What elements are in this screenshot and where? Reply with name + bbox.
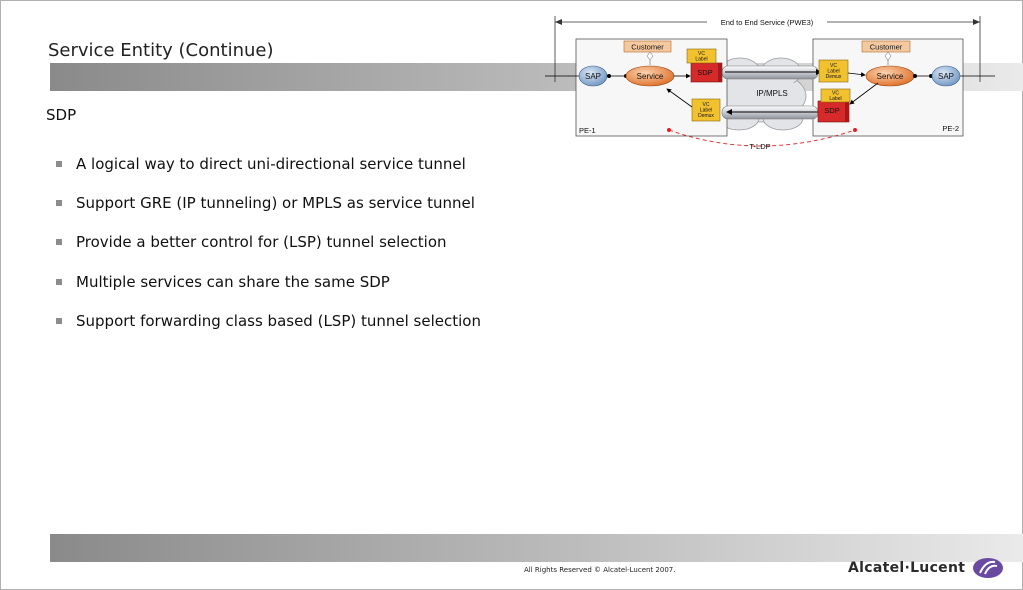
bullet-item: Multiple services can share the same SDP xyxy=(56,262,481,301)
t-ldp-session xyxy=(668,129,856,147)
pe2-vc-demux-line1: VC xyxy=(830,63,837,69)
bullet-text: A logical way to direct uni-directional … xyxy=(76,154,466,173)
bullet-text: Support GRE (IP tunneling) or MPLS as se… xyxy=(76,193,475,212)
pe1-vc-label-line1: VC xyxy=(698,51,705,57)
pe1-vc-label-line2: Label xyxy=(695,57,707,63)
pe2-customer-link-icon xyxy=(884,51,892,61)
pe1-vc-demux-line2: Label xyxy=(700,108,712,114)
company-logo: Alcatel·Lucent xyxy=(848,556,1005,580)
pe2-vc-demux-line3: Demux xyxy=(826,74,842,80)
pe2-name: PE-2 xyxy=(942,124,959,133)
pe2-sap-label: SAP xyxy=(938,72,954,81)
bullet-item: A logical way to direct uni-directional … xyxy=(56,144,481,183)
pe2-vc-demux-line2: Label xyxy=(827,69,839,75)
pe1-vc-label-box xyxy=(686,48,717,64)
top-label-bg xyxy=(707,17,827,27)
bullet-item: Support GRE (IP tunneling) or MPLS as se… xyxy=(56,183,481,222)
pe1-service-label: Service xyxy=(637,72,664,81)
pe1-customer-link-icon xyxy=(646,51,654,61)
pe2-vc-label-line1: VC xyxy=(832,91,839,97)
pe1-vc-demux-line1: VC xyxy=(703,102,710,108)
pe1-sdp-label: SDP xyxy=(697,68,712,77)
pe2-sap xyxy=(931,65,961,87)
t-ldp-label: T-LDP xyxy=(749,142,770,151)
bullet-marker xyxy=(56,160,62,167)
t-ldp-endpoint-left xyxy=(667,128,671,132)
pe1-customer-label: Customer xyxy=(631,43,664,52)
bullet-item: Provide a better control for (LSP) tunne… xyxy=(56,223,481,262)
pe1-sap-label: SAP xyxy=(585,72,601,81)
footer-bar xyxy=(50,534,1023,562)
cloud-label: IP/MPLS xyxy=(756,89,788,98)
bullet-item: Support forwarding class based (LSP) tun… xyxy=(56,301,481,340)
pe1-name: PE-1 xyxy=(579,126,596,135)
bullet-text: Provide a better control for (LSP) tunne… xyxy=(76,233,447,252)
pe2-service-label: Service xyxy=(877,72,904,81)
bullet-marker xyxy=(56,199,62,206)
pe2-sdp-label: SDP xyxy=(824,106,839,115)
bullet-marker xyxy=(56,317,62,324)
pe1-vc-demux-box xyxy=(691,98,721,122)
bullet-text: Multiple services can share the same SDP xyxy=(76,272,390,291)
bullet-text: Support forwarding class based (LSP) tun… xyxy=(76,311,481,330)
section-heading: SDP xyxy=(46,106,77,124)
pe2-customer-label: Customer xyxy=(870,43,903,52)
pe2-vc-demux-box xyxy=(818,59,849,83)
pwe3-diagram: End to End Service (PWE3) IP/MPLS Custom… xyxy=(545,16,995,151)
pe1-customer-box xyxy=(623,40,672,53)
t-ldp-endpoint-right xyxy=(853,128,857,132)
logo-text: Alcatel·Lucent xyxy=(848,560,966,576)
alcatel-lucent-logo-icon xyxy=(973,558,1004,578)
bullet-marker xyxy=(56,239,62,246)
slide-title: Service Entity (Continue) xyxy=(48,40,274,61)
copyright-text: All Rights Reserved © Alcatel-Lucent 200… xyxy=(524,566,676,574)
pe1-vc-demux-line3: Demux xyxy=(698,113,714,119)
pe2-customer-box xyxy=(861,40,911,53)
top-label: End to End Service (PWE3) xyxy=(721,18,814,27)
bullet-list: A logical way to direct uni-directional … xyxy=(56,144,481,340)
bullet-marker xyxy=(56,278,62,285)
pe2-vc-label-box xyxy=(820,88,851,103)
pe2-vc-label-line2: Label xyxy=(829,96,841,102)
